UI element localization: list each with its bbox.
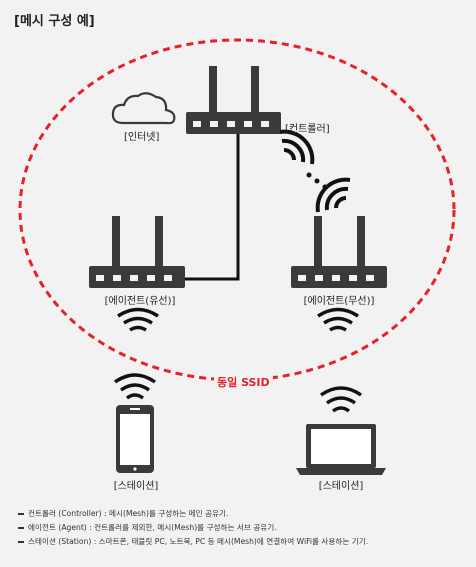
wifi-icon	[319, 386, 363, 413]
internet-label: [인터넷]	[124, 132, 160, 143]
station-phone-label: [스테이션]	[113, 481, 159, 492]
agent-wired-label: [에이전트(유선)]	[104, 296, 176, 307]
note-item: 에이전트 (Agent) : 컨트롤러를 제외한, 메시(Mesh)를 구성하는…	[18, 521, 368, 535]
note-text: 에이전트 (Agent) : 컨트롤러를 제외한, 메시(Mesh)를 구성하는…	[28, 523, 277, 532]
router-icon	[291, 216, 387, 288]
cloud-icon	[111, 92, 176, 125]
smartphone-icon	[116, 405, 154, 473]
legend-notes: 컨트롤러 (Controller) : 메시(Mesh)를 구성하는 메인 공유…	[18, 507, 368, 549]
wifi-icon	[117, 307, 159, 332]
diagram-title: [메시 구성 예]	[14, 14, 95, 29]
note-item: 스테이션 (Station) : 스마트폰, 태블릿 PC, 노트북, PC 등…	[18, 535, 368, 549]
router-icon	[89, 216, 185, 288]
note-item: 컨트롤러 (Controller) : 메시(Mesh)를 구성하는 메인 공유…	[18, 507, 368, 521]
ssid-label: 동일 SSID	[214, 374, 273, 390]
note-text: 스테이션 (Station) : 스마트폰, 태블릿 PC, 노트북, PC 등…	[28, 537, 369, 546]
controller-label: [컨트롤러]	[285, 124, 330, 135]
note-text: 컨트롤러 (Controller) : 메시(Mesh)를 구성하는 메인 공유…	[28, 509, 229, 518]
agent-wireless-label: [에이전트(무선)]	[303, 296, 375, 307]
wifi-icon	[317, 307, 359, 332]
wifi-icon	[279, 129, 315, 165]
ethernet-cable	[185, 128, 240, 281]
laptop-icon	[296, 424, 386, 475]
router-icon	[186, 66, 281, 134]
wifi-icon	[315, 177, 351, 213]
station-laptop-label: [스테이션]	[318, 481, 364, 492]
wifi-icon	[113, 373, 157, 400]
